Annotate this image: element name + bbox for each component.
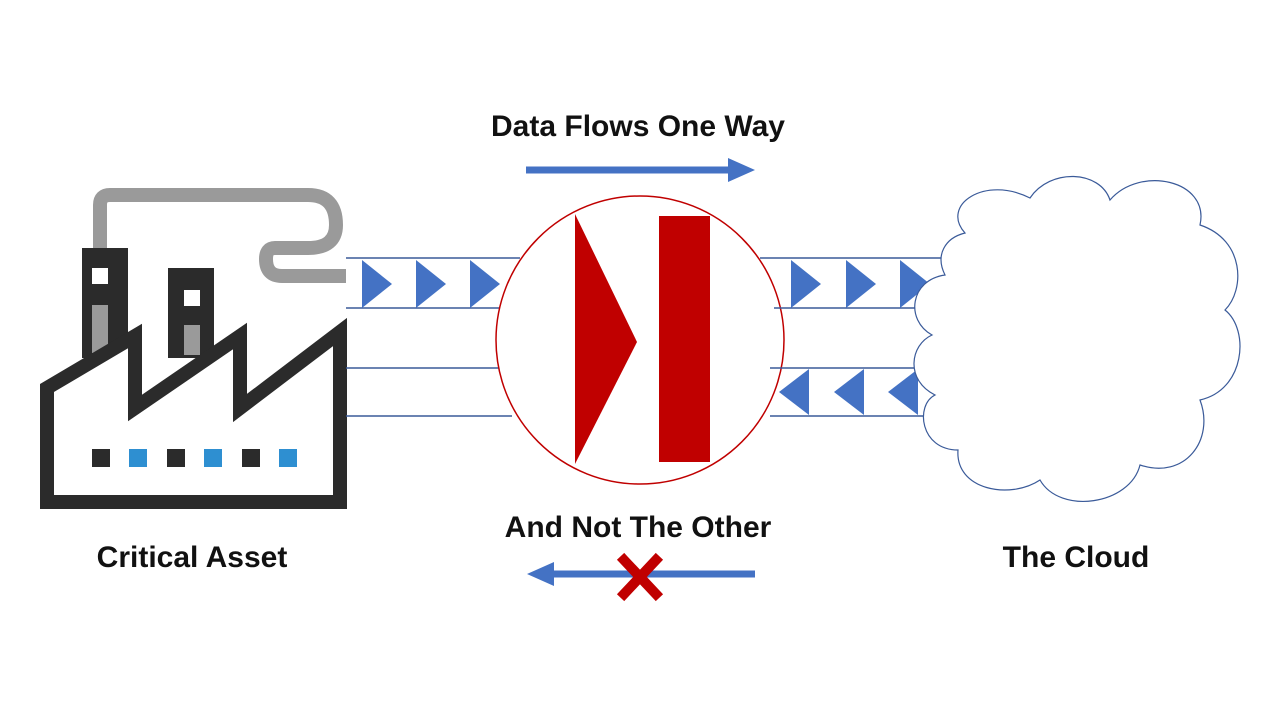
left-lower-channel xyxy=(346,367,512,417)
blocked-chevron xyxy=(888,369,918,415)
forward-flow-arrow xyxy=(526,158,755,182)
flow-chevron xyxy=(362,260,392,308)
flow-chevron xyxy=(846,260,876,308)
blocked-chevron xyxy=(834,369,864,415)
x-mark-icon xyxy=(616,552,664,602)
flow-chevron xyxy=(470,260,500,308)
bottom-caption: And Not The Other xyxy=(505,511,772,544)
flow-chevron xyxy=(791,260,821,308)
the-cloud-label: The Cloud xyxy=(1003,541,1150,574)
flow-chevron xyxy=(416,260,446,308)
right-lower-channel xyxy=(770,367,935,417)
factory-icon xyxy=(40,188,347,509)
flow-chevron xyxy=(900,260,930,308)
blocked-chevron xyxy=(779,369,809,415)
cloud-icon xyxy=(913,175,1241,502)
data-diode-icon xyxy=(495,195,785,485)
left-upper-channel xyxy=(346,257,520,309)
right-upper-channel xyxy=(760,257,950,309)
top-caption: Data Flows One Way xyxy=(491,110,785,143)
critical-asset-label: Critical Asset xyxy=(97,541,288,574)
